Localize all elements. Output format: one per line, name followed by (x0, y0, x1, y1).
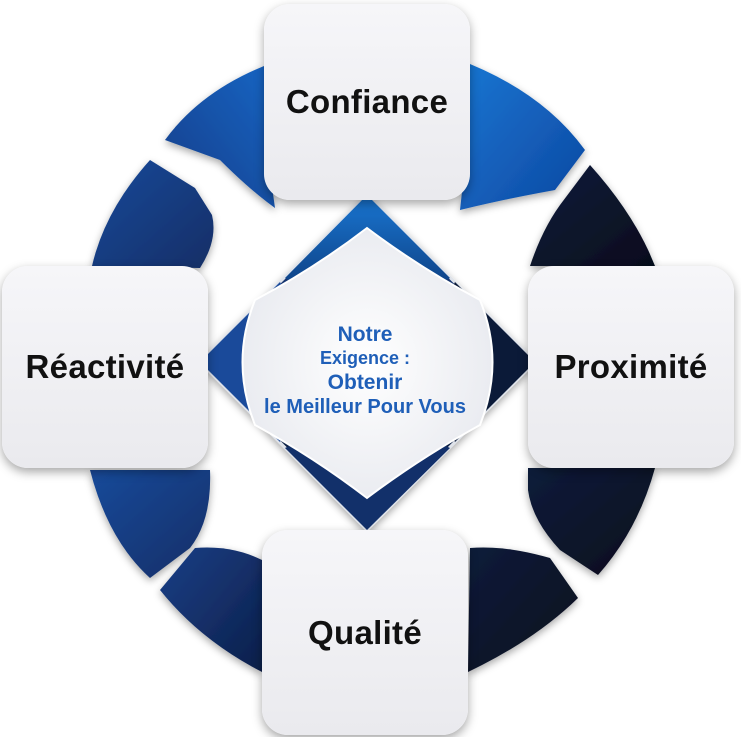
label-qualite: Qualité (308, 613, 422, 651)
inner-core (241, 226, 494, 500)
card-reactivite: Réactivité (2, 266, 208, 468)
label-confiance: Confiance (285, 83, 449, 120)
ring-segment-left-upper (92, 160, 214, 268)
ring-segment-right-lower (528, 468, 655, 575)
card-qualite: Qualité (262, 530, 468, 735)
label-proximite: Proximité (554, 348, 708, 385)
center-line-1: Notre (337, 323, 393, 346)
ring-segment-bottom-right (468, 547, 578, 672)
ring-segment-top-left (165, 66, 275, 208)
center-statement: Notre Exigence : Obtenir le Meilleur Pou… (230, 322, 500, 420)
inner-frame (198, 193, 537, 532)
card-confiance: Confiance (264, 4, 470, 200)
label-reactivite: Réactivité (25, 348, 185, 385)
center-line-2: Exigence : (319, 347, 411, 368)
ring-segments (90, 64, 655, 672)
center-line-3: Obtenir (327, 370, 403, 394)
ring-segment-left-lower (90, 470, 211, 578)
center-line-4: le Meilleur Pour Vous (264, 396, 466, 419)
ring-segment-top-right (460, 64, 585, 210)
card-proximite: Proximité (528, 266, 734, 468)
ring-segment-right-upper (530, 165, 655, 266)
ring-segment-bottom-left (160, 547, 262, 672)
